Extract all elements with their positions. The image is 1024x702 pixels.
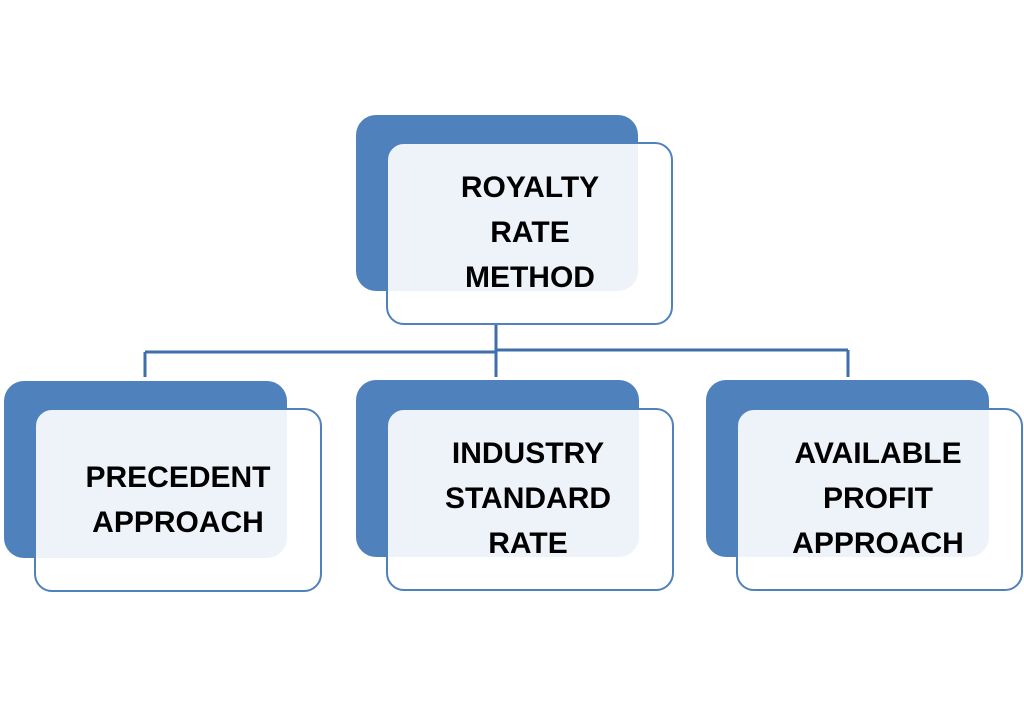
root-node-label: ROYALTY RATE METHOD — [460, 170, 600, 294]
child-node-label: AVAILABLE PROFIT APPROACH — [792, 436, 964, 560]
child-node-front-shape — [34, 408, 322, 592]
child-node-label: PRECEDENT APPROACH — [85, 460, 271, 539]
child-node-front-shape — [736, 408, 1023, 591]
child-node-label: INDUSTRY STANDARD RATE — [444, 436, 612, 560]
root-node-front-shape — [386, 142, 673, 325]
child-node-front-shape — [386, 408, 674, 591]
